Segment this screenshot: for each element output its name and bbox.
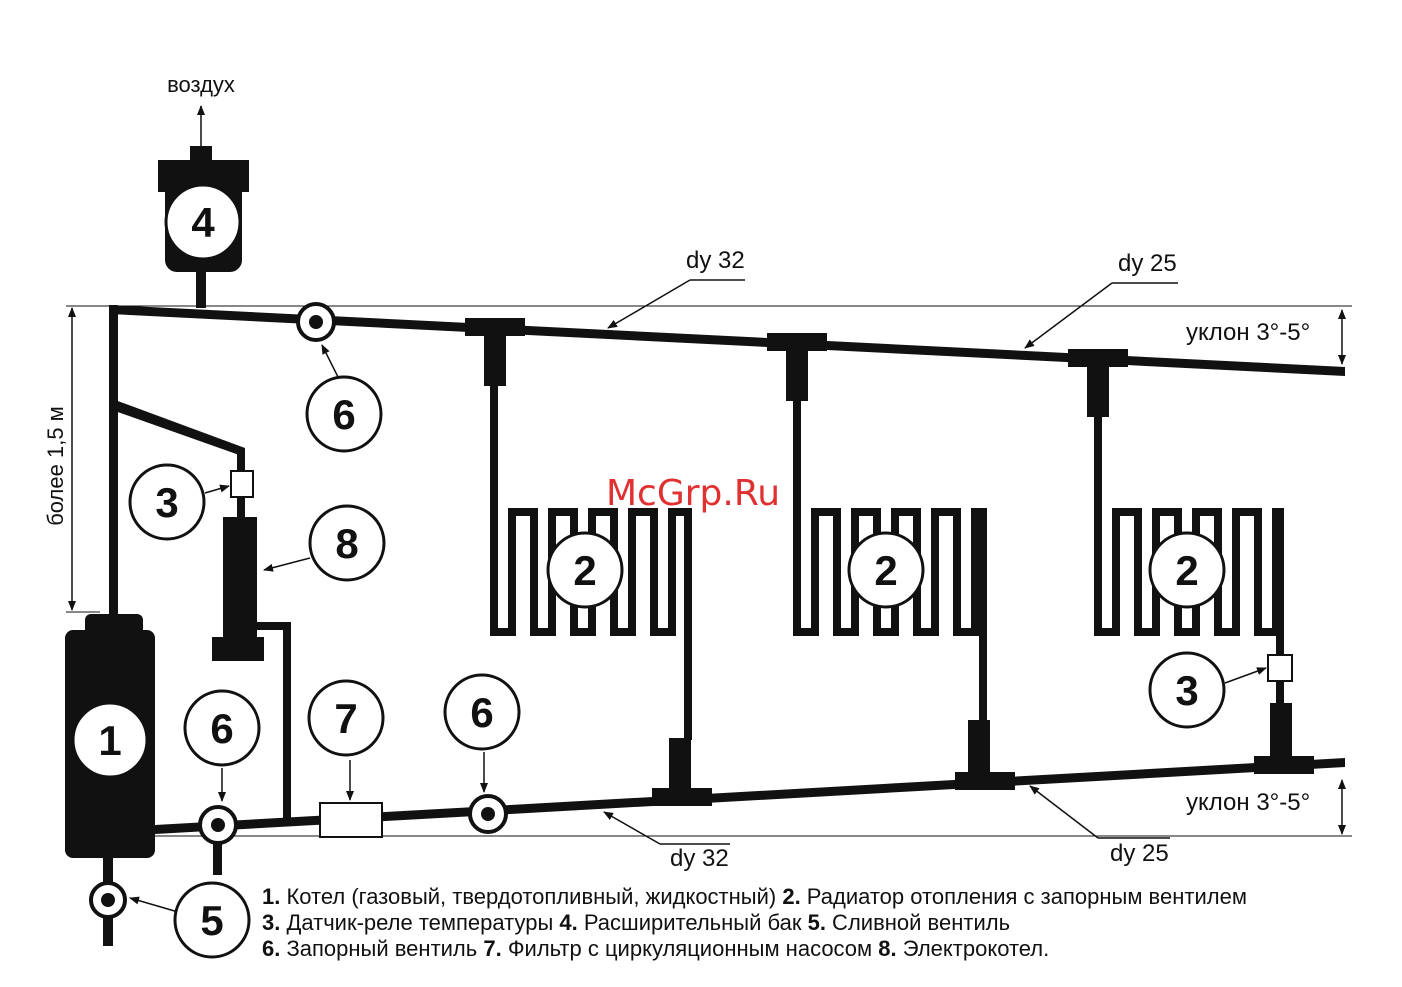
filter-pump: [319, 802, 383, 838]
radiator-2: 2: [767, 333, 1015, 790]
marker-6-bottom-mid: 6: [470, 689, 493, 736]
height-label: более 1,5 м: [43, 406, 68, 526]
slope-bottom-label: уклон 3°-5°: [1186, 789, 1310, 816]
legend-text-4: Расширительный бак: [577, 910, 808, 935]
pointer-dy32-bottom: [603, 811, 661, 845]
dy25-top-label: dy 25: [1118, 250, 1177, 277]
legend-text-1: Котел (газовый, твердотопливный, жидкост…: [280, 884, 783, 909]
shutoff-valve-top: [296, 302, 336, 342]
return-pipe: [155, 758, 1345, 834]
dy25-bottom-label: dy 25: [1110, 840, 1169, 867]
marker-8: 8: [335, 520, 358, 567]
marker-4: 4: [191, 199, 215, 246]
legend-row-1: 1. Котел (газовый, твердотопливный, жидк…: [262, 884, 1392, 910]
pointer-5: [129, 896, 179, 913]
legend-num-1: 1.: [262, 884, 281, 909]
pointer-6-top: [321, 344, 339, 378]
pointer-dy25-bottom: [1029, 785, 1099, 839]
electric-boiler: [212, 517, 264, 661]
legend-text-6: Запорный вентиль: [280, 936, 484, 961]
pointer-8: [263, 557, 311, 572]
marker-1: 1: [98, 717, 121, 764]
marker-7: 7: [334, 695, 357, 742]
boiler-riser: [109, 305, 118, 620]
legend-row-2: 3. Датчик-реле температуры 4. Расширител…: [262, 910, 1392, 936]
marker-6-bottom-mid-circle: [443, 673, 521, 751]
marker-2-radiator-3: 2: [1175, 547, 1198, 594]
legend-text-2: Радиатор отопления с запорным вентилем: [800, 884, 1247, 909]
marker-3-left-circle: [128, 463, 206, 541]
marker-8-circle: [308, 504, 386, 582]
legend-text-3: Датчик-реле температуры: [280, 910, 560, 935]
legend-num-7: 7.: [483, 936, 502, 961]
electric-boiler-branch: [112, 400, 245, 456]
supply-pipe: [110, 305, 1345, 376]
pointer-3-right: [1224, 667, 1267, 684]
radiator-3: 2: [1068, 349, 1314, 774]
marker-6-bottom-left-circle: [183, 689, 261, 767]
slope-top-label: уклон 3°-5°: [1186, 319, 1310, 346]
watermark: McGrp.Ru: [606, 473, 780, 514]
legend-num-3: 3.: [262, 910, 281, 935]
marker-5-circle: [173, 881, 251, 959]
shutoff-valve-bottom-left: [198, 805, 238, 845]
marker-2-radiator-1-circle: [546, 531, 624, 609]
electric-boiler-branch-down: [237, 448, 245, 473]
legend: 1. Котел (газовый, твердотопливный, жидк…: [262, 884, 1392, 962]
marker-2-radiator-3-circle: [1148, 531, 1226, 609]
pointer-dy25-top: [1024, 282, 1113, 349]
marker-6-top-circle: [305, 375, 383, 453]
legend-num-5: 5.: [807, 910, 826, 935]
pointer-3-left: [204, 484, 230, 494]
radiator-1: 2: [465, 318, 712, 806]
marker-6-top: 6: [332, 391, 355, 438]
drain-valve: [89, 881, 127, 919]
valve-6-stub: [213, 830, 222, 875]
legend-text-8: Электрокотел.: [896, 936, 1050, 961]
legend-num-6: 6.: [262, 936, 281, 961]
reference-lines: [66, 305, 1352, 837]
marker-2-radiator-2: 2: [874, 547, 897, 594]
marker-1-circle: [71, 701, 149, 779]
marker-3-right: 3: [1175, 667, 1198, 714]
marker-3-right-circle: [1148, 651, 1226, 729]
dy32-top-label: dy 32: [686, 247, 745, 274]
legend-text-7: Фильтр с циркуляционным насосом: [501, 936, 879, 961]
legend-text-5: Сливной вентиль: [825, 910, 1011, 935]
air-label: воздух: [167, 72, 235, 97]
shutoff-valve-bottom-mid: [468, 794, 508, 834]
marker-3-left: 3: [155, 479, 178, 526]
expansion-tank: 4: [158, 146, 249, 308]
electric-boiler-pipe-down: [237, 497, 245, 520]
marker-5: 5: [200, 897, 223, 944]
marker-6-bottom-left: 6: [210, 705, 233, 752]
legend-num-8: 8.: [878, 936, 897, 961]
marker-4-circle: [164, 183, 242, 261]
legend-num-4: 4.: [559, 910, 578, 935]
temperature-sensor-left: [230, 470, 254, 498]
dy32-bottom-label: dy 32: [670, 845, 729, 872]
electric-boiler-return: [248, 622, 291, 822]
marker-2-radiator-1: 2: [573, 547, 596, 594]
legend-row-3: 6. Запорный вентиль 7. Фильтр с циркуляц…: [262, 936, 1392, 962]
pointer-dy32-top: [607, 279, 691, 329]
marker-2-radiator-2-circle: [847, 531, 925, 609]
legend-num-2: 2.: [782, 884, 801, 909]
marker-7-circle: [307, 679, 385, 757]
boiler: 1: [65, 614, 155, 858]
